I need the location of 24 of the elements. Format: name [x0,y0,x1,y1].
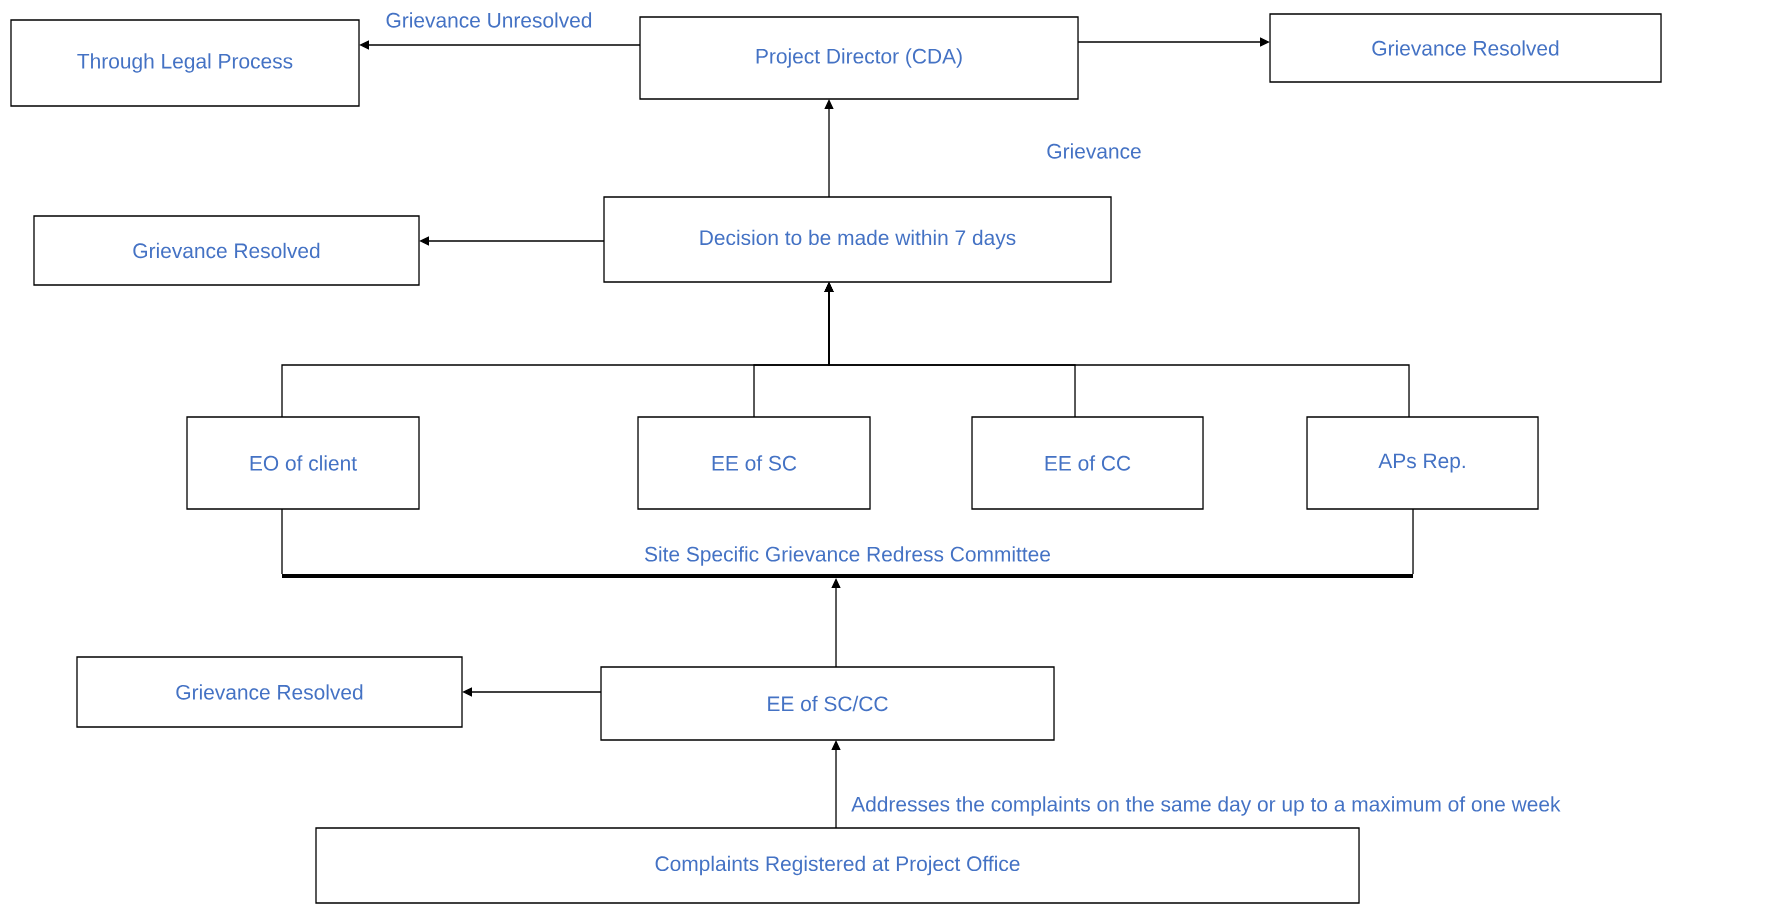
process-box: Through Legal Process [10,19,360,107]
process-box: EE of CC [971,416,1204,510]
process-box: Grievance Resolved [33,215,420,286]
arrow [831,740,841,829]
process-box: Grievance Resolved [1269,13,1662,83]
arrow [1077,37,1270,47]
arrow [462,687,602,697]
edge-label: Grievance Unresolved [384,11,594,29]
arrow [824,99,834,198]
committee-bar: Site Specific Grievance Redress Committee [282,546,1413,578]
process-box: APs Rep. [1306,416,1539,510]
note-text: Grievance [1047,143,1141,159]
arrow [359,40,641,50]
arrow [419,236,605,246]
process-box: Project Director (CDA) [639,16,1079,100]
edge-label: Addresses the complaints on the same day or up to a maximum of one week [850,795,1562,817]
process-box: EO of client [186,416,420,510]
process-box: EE of SC/CC [600,666,1055,741]
arrow [824,282,1410,418]
process-box: Complaints Registered at Project Office [315,827,1360,904]
process-box: EE of SC [637,416,871,510]
process-box: Decision to be made within 7 days [603,196,1112,283]
arrow [831,578,841,668]
process-box: Grievance Resolved [76,656,463,728]
